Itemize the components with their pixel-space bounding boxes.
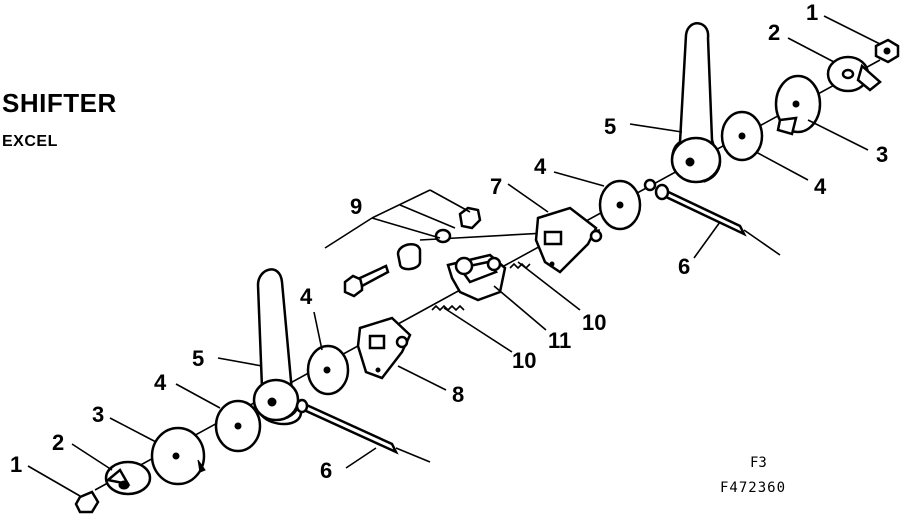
callout-disc-left-b: 4: [154, 370, 167, 395]
disc-left-a: [306, 344, 350, 396]
wing-washer-right: [826, 55, 882, 93]
figure-label: F3: [750, 455, 767, 471]
callout-plate-left: 3: [92, 402, 104, 427]
callout-disc-right-a: 4: [814, 174, 827, 199]
nut-right: [874, 38, 900, 64]
plate-right: [774, 74, 822, 136]
callout-center-block: 11: [548, 328, 571, 353]
callout-bracket-left: 8: [452, 382, 464, 407]
callout-disc-right-b: 4: [534, 154, 547, 179]
callout-disc-left-a: 4: [300, 284, 313, 309]
callout-washer-left: 2: [52, 430, 64, 455]
center-block: [446, 253, 507, 302]
spring-right: [509, 262, 531, 270]
callout-bracket-right: 7: [490, 174, 502, 199]
callout-lever-left: 5: [192, 346, 204, 371]
plate-left: [150, 426, 206, 486]
diagram-subtitle: EXCEL: [2, 133, 58, 150]
callout-spring-left: 10: [512, 348, 536, 373]
callout-washer-right: 2: [768, 20, 780, 45]
callout-nut-left: 1: [10, 452, 22, 477]
spring-left: [431, 304, 465, 312]
callout-nut-right: 1: [806, 0, 818, 25]
bracket-left: [356, 316, 412, 380]
callout-lever-right: 5: [604, 114, 616, 139]
callout-cable-right: 6: [678, 254, 690, 279]
disc-right-b: [598, 179, 642, 231]
cable-right: [643, 178, 781, 256]
nut-left: [74, 490, 100, 514]
callout-cable-left: 6: [320, 458, 332, 483]
diagram-title: SHIFTER: [2, 88, 117, 118]
disc-right-a: [720, 110, 764, 162]
cable-left: [295, 398, 431, 463]
callout-plate-right: 3: [876, 142, 888, 167]
lever-right: [670, 22, 722, 184]
leader-lines: [27, 15, 881, 497]
wing-washer-left: [104, 460, 152, 496]
disc-left-b: [214, 399, 262, 453]
callout-spring-right: 10: [582, 310, 606, 335]
part-code: F472360: [720, 480, 787, 496]
bracket-right: [534, 206, 603, 274]
lever-left: [252, 268, 303, 426]
hardware-set: [324, 189, 482, 298]
callout-hardware: 9: [350, 194, 362, 219]
